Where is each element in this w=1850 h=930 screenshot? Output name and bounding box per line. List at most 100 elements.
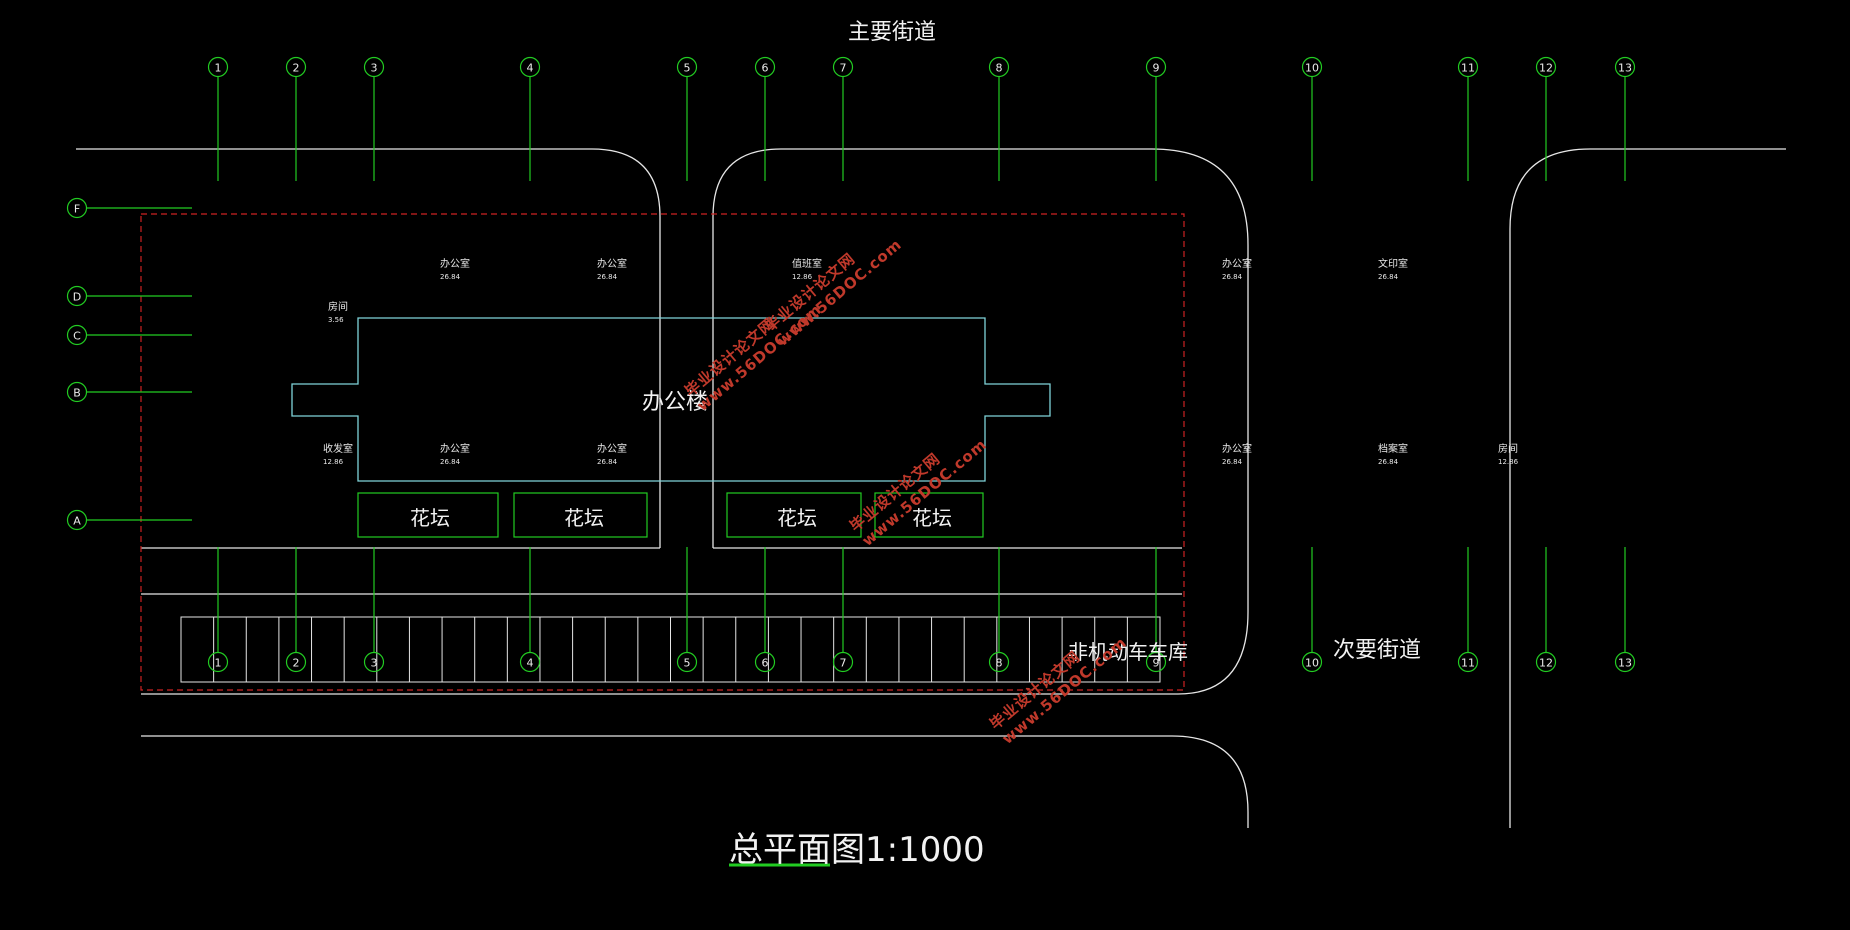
grid-label-bottom: 6 xyxy=(762,657,769,670)
grid-label-left: D xyxy=(73,291,81,304)
grid-label-left: B xyxy=(73,387,81,400)
grid-label-top: 5 xyxy=(684,62,691,75)
flowerbed-2 xyxy=(513,492,648,538)
grid-bubble-bottom xyxy=(754,651,776,673)
secondary-street-label: 次要街道 xyxy=(1333,638,1422,663)
flowerbed-4 xyxy=(874,492,984,538)
grid-bubble-bottom xyxy=(363,651,385,673)
grid-label-bottom: 1 xyxy=(215,657,222,670)
grid-label-top: 7 xyxy=(840,62,847,75)
grid-label-top: 8 xyxy=(996,62,1003,75)
flowerbed-3 xyxy=(726,492,862,538)
grid-bubble-top xyxy=(1145,56,1167,78)
grid-bubble-top xyxy=(832,56,854,78)
grid-bubble-top xyxy=(1614,56,1636,78)
office-building-label: 办公楼 xyxy=(642,390,709,415)
main-street-edge-middle xyxy=(141,148,1249,695)
grid-bubble-top xyxy=(363,56,385,78)
grid-label-left: F xyxy=(74,203,80,216)
grid-bubble-bottom xyxy=(1301,651,1323,673)
grid-label-bottom: 11 xyxy=(1461,657,1475,670)
grid-label-top: 2 xyxy=(293,62,300,75)
grid-bubble-bottom xyxy=(1457,651,1479,673)
grid-label-bottom: 10 xyxy=(1305,657,1319,670)
flowerbed-boxes xyxy=(357,492,984,538)
grid-bubble-top xyxy=(1535,56,1557,78)
grid-label-bottom: 12 xyxy=(1539,657,1553,670)
grid-bubble-top xyxy=(988,56,1010,78)
grid-bubble-top xyxy=(519,56,541,78)
grid-label-bottom: 9 xyxy=(1153,657,1160,670)
flowerbed-label-2: 花坛 xyxy=(564,506,604,530)
grid-bubble-bottom xyxy=(832,651,854,673)
bicycle-garage xyxy=(180,616,1161,683)
grid-label-top: 3 xyxy=(371,62,378,75)
grid-bubble-left xyxy=(66,324,88,346)
grid-bubble-bottom xyxy=(988,651,1010,673)
grid-bubble-left xyxy=(66,509,88,531)
grid-bubble-bottom xyxy=(519,651,541,673)
drawing-title-scale: 1:1000 xyxy=(865,830,985,870)
grid-bubble-bottom xyxy=(1614,651,1636,673)
grid-label-top: 10 xyxy=(1305,62,1319,75)
main-street-label: 主要街道 xyxy=(848,20,937,45)
grid-label-top: 1 xyxy=(215,62,222,75)
grid-bubble-bottom xyxy=(1535,651,1557,673)
grid-bubble-bottom xyxy=(285,651,307,673)
grid-bubble-top xyxy=(1301,56,1323,78)
grid-label-bottom: 4 xyxy=(527,657,534,670)
grid-label-bottom: 5 xyxy=(684,657,691,670)
grid-label-bottom: 3 xyxy=(371,657,378,670)
grid-label-top: 4 xyxy=(527,62,534,75)
grid-label-left: C xyxy=(73,330,81,343)
flowerbed-label-3: 花坛 xyxy=(777,506,817,530)
grid-label-top: 12 xyxy=(1539,62,1553,75)
road-lines xyxy=(76,148,1786,828)
grid-bubble-top xyxy=(676,56,698,78)
flowerbed-label-1: 花坛 xyxy=(410,506,450,530)
main-street-edge-right xyxy=(1509,148,1786,828)
grid-bubble-left xyxy=(66,381,88,403)
flowerbed-label-4: 花坛 xyxy=(912,506,952,530)
grid-bubble-bottom xyxy=(1145,651,1167,673)
grid-label-bottom: 2 xyxy=(293,657,300,670)
grid-bubble-left xyxy=(66,197,88,219)
grid-label-bottom: 7 xyxy=(840,657,847,670)
flowerbed-1 xyxy=(357,492,499,538)
grid-label-top: 13 xyxy=(1618,62,1632,75)
main-street-edge-left xyxy=(76,148,661,548)
grid-bubble-top xyxy=(285,56,307,78)
drawing-title-name: 总平面图 xyxy=(729,830,865,870)
grid-bubble-top xyxy=(207,56,229,78)
grid-bubble-bottom xyxy=(207,651,229,673)
drawing-title: 总平面图1:1000 xyxy=(729,822,985,871)
office-building-outline xyxy=(291,317,1051,482)
grid-bubble-top xyxy=(1457,56,1479,78)
grid-label-top: 9 xyxy=(1153,62,1160,75)
grid-label-top: 11 xyxy=(1461,62,1475,75)
grid-label-left: A xyxy=(73,515,81,528)
grid-label-bottom: 8 xyxy=(996,657,1003,670)
grid-bubble-top xyxy=(754,56,776,78)
grid-bubble-left xyxy=(66,285,88,307)
grid-label-top: 6 xyxy=(762,62,769,75)
grid-bubble-bottom xyxy=(676,651,698,673)
grid-label-bottom: 13 xyxy=(1618,657,1632,670)
secondary-street-edge xyxy=(141,735,1249,828)
garage-label: 非机动车车库 xyxy=(1068,640,1188,664)
site-boundary xyxy=(140,213,1185,691)
